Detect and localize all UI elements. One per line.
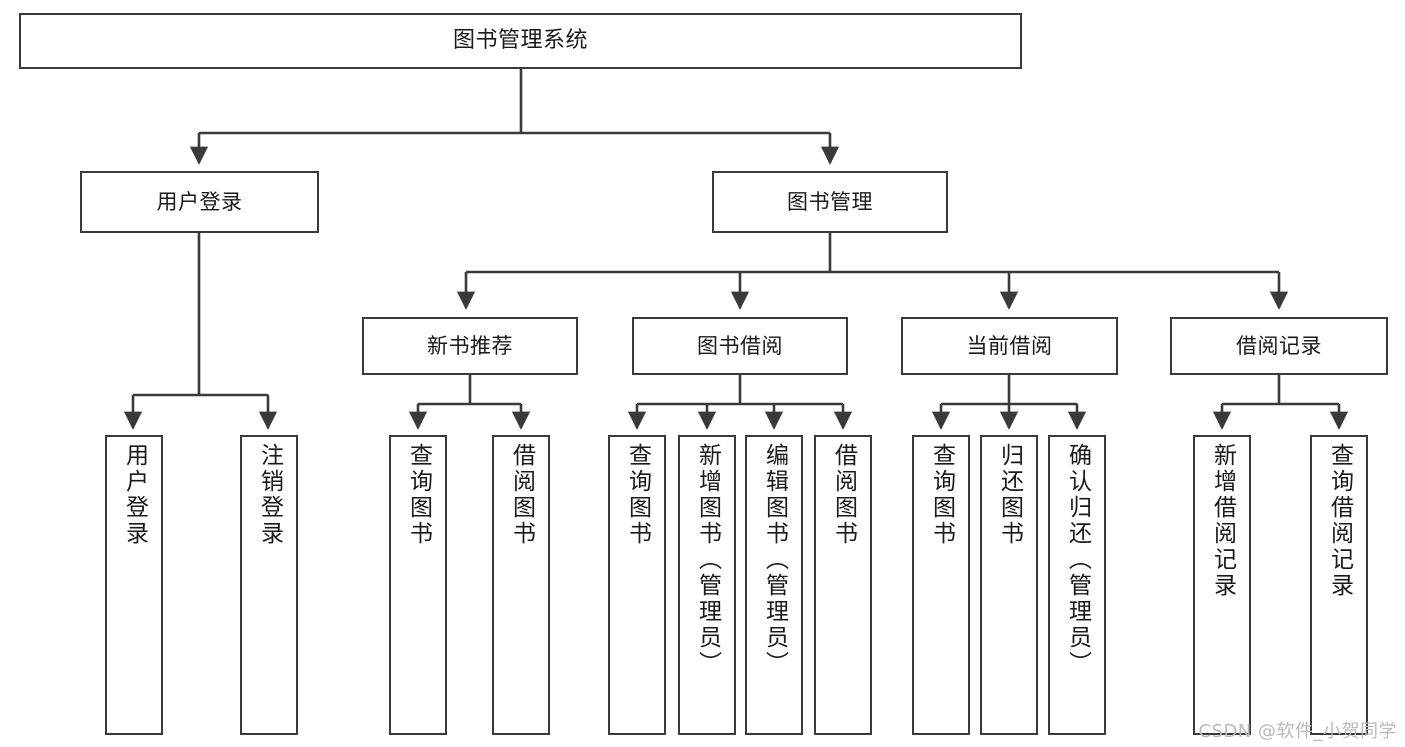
node-new-book-rec[interactable]: 新书推荐 [362, 317, 578, 375]
leaf-borrow-book-1-label: 借阅图书 [508, 443, 535, 547]
leaf-query-record[interactable]: 查询借阅记录 [1310, 435, 1368, 735]
node-current-borrow[interactable]: 当前借阅 [901, 317, 1118, 375]
node-root-label: 图书管理系统 [452, 28, 588, 54]
node-borrow-record[interactable]: 借阅记录 [1170, 317, 1388, 375]
leaf-add-book-label: 新增图书（管理员） [694, 443, 721, 677]
node-borrow-record-label: 借阅记录 [1236, 333, 1322, 358]
leaf-add-record[interactable]: 新增借阅记录 [1193, 435, 1251, 735]
leaf-user-login-label: 用户登录 [121, 443, 148, 547]
leaf-edit-book[interactable]: 编辑图书（管理员） [745, 435, 803, 735]
leaf-borrow-book-2-label: 借阅图书 [830, 443, 857, 547]
leaf-borrow-book-1[interactable]: 借阅图书 [492, 435, 550, 735]
leaf-confirm-return-label: 确认归还（管理员） [1064, 443, 1091, 677]
leaf-user-login[interactable]: 用户登录 [105, 435, 163, 735]
leaf-confirm-return[interactable]: 确认归还（管理员） [1048, 435, 1106, 735]
leaf-query-record-label: 查询借阅记录 [1326, 443, 1353, 599]
node-root[interactable]: 图书管理系统 [19, 13, 1022, 69]
node-new-book-rec-label: 新书推荐 [427, 333, 513, 358]
leaf-add-book[interactable]: 新增图书（管理员） [678, 435, 736, 735]
node-book-manage[interactable]: 图书管理 [712, 171, 948, 233]
node-user-login[interactable]: 用户登录 [80, 171, 319, 233]
leaf-add-record-label: 新增借阅记录 [1209, 443, 1236, 599]
leaf-query-book-1-label: 查询图书 [405, 443, 432, 547]
leaf-query-book-2-label: 查询图书 [624, 443, 651, 547]
leaf-query-book-2[interactable]: 查询图书 [608, 435, 666, 735]
leaf-return-book-label: 归还图书 [996, 443, 1023, 547]
leaf-query-book-3[interactable]: 查询图书 [912, 435, 970, 735]
leaf-return-book[interactable]: 归还图书 [980, 435, 1038, 735]
leaf-user-logout[interactable]: 注销登录 [240, 435, 298, 735]
node-current-borrow-label: 当前借阅 [966, 333, 1053, 358]
node-user-login-label: 用户登录 [156, 189, 243, 214]
leaf-query-book-1[interactable]: 查询图书 [389, 435, 447, 735]
node-book-manage-label: 图书管理 [787, 189, 873, 214]
leaf-edit-book-label: 编辑图书（管理员） [761, 443, 788, 677]
node-book-borrow[interactable]: 图书借阅 [632, 317, 848, 375]
leaf-user-logout-label: 注销登录 [256, 443, 283, 547]
watermark: CSDN @软件_小贺同学 [1198, 721, 1397, 742]
leaf-borrow-book-2[interactable]: 借阅图书 [814, 435, 872, 735]
leaf-query-book-3-label: 查询图书 [928, 443, 955, 547]
node-book-borrow-label: 图书借阅 [697, 333, 783, 358]
